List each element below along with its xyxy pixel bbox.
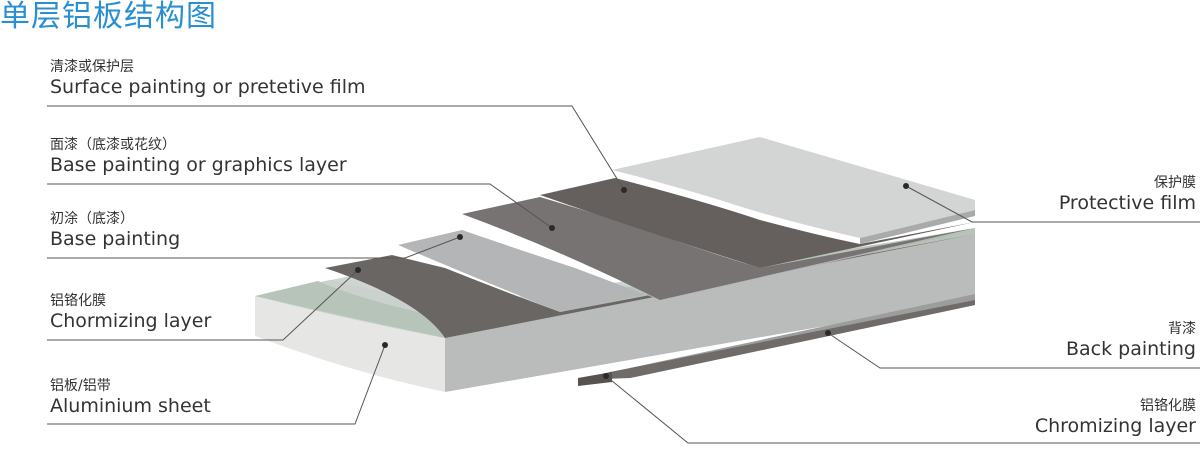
base-painting-layer: [398, 230, 975, 312]
label-protective-film-cn: 保护膜: [1154, 175, 1196, 191]
label-surface-painting-en: Surface painting or pretetive film: [50, 76, 366, 98]
leader-chromizing: [47, 269, 359, 341]
label-back-painting-cn: 背漆: [1168, 321, 1196, 337]
label-chormizing-layer-en: Chormizing layer: [50, 310, 212, 332]
protective-film-layer: [612, 137, 975, 238]
graphics-layer: [462, 197, 975, 300]
label-surface-painting: 清漆或保护层 Surface painting or pretetive fil…: [50, 58, 366, 98]
label-back-painting-en: Back painting: [1065, 338, 1196, 360]
leader-surface: [47, 105, 625, 191]
back-chromizing-strip: [580, 300, 975, 380]
leader-dots: [355, 183, 909, 379]
aluminium-sheet-front: [255, 296, 445, 392]
leader-base: [47, 236, 461, 259]
label-surface-painting-cn: 清漆或保护层: [50, 59, 134, 75]
label-chormizing-layer-cn: 铝铬化膜: [50, 293, 106, 309]
label-chormizing-layer: 铝铬化膜 Chormizing layer: [50, 292, 211, 332]
label-aluminium-sheet-en: Aluminium sheet: [50, 395, 211, 417]
aluminium-sheet-side: [445, 230, 975, 392]
label-graphics-layer: 面漆（底漆或花纹） Base painting or graphics laye…: [50, 136, 347, 176]
label-back-chromizing: 铝铬化膜 Chromizing layer: [1035, 397, 1196, 437]
label-base-painting-en: Base painting: [50, 228, 181, 250]
leader-lines: [47, 105, 1200, 444]
label-graphics-layer-cn: 面漆（底漆或花纹）: [50, 137, 176, 153]
label-base-painting-cn: 初涂（底漆）: [50, 211, 134, 227]
protective-film-edge: [860, 210, 975, 244]
leader-sheet: [47, 344, 386, 425]
label-protective-film-en: Protective film: [1058, 192, 1196, 214]
label-graphics-layer-en: Base painting or graphics layer: [50, 154, 347, 176]
leader-back: [827, 332, 1200, 369]
diagram-title: 单层铝板结构图: [0, 0, 217, 34]
leader-protective: [905, 185, 1200, 223]
leader-back-chromizing: [605, 375, 1200, 444]
label-base-painting: 初涂（底漆） Base painting: [50, 210, 180, 250]
label-back-painting: 背漆 Back painting: [1066, 320, 1196, 360]
label-protective-film: 保护膜 Protective film: [1059, 174, 1196, 214]
primer-dark-layer: [325, 234, 975, 338]
surface-painting-layer: [540, 178, 975, 268]
label-aluminium-sheet: 铝板/铝带 Aluminium sheet: [50, 377, 211, 417]
label-back-chromizing-en: Chromizing layer: [1034, 415, 1196, 437]
label-aluminium-sheet-cn: 铝板/铝带: [50, 378, 111, 394]
label-back-chromizing-cn: 铝铬化膜: [1140, 398, 1196, 414]
leader-graphics: [47, 183, 553, 229]
